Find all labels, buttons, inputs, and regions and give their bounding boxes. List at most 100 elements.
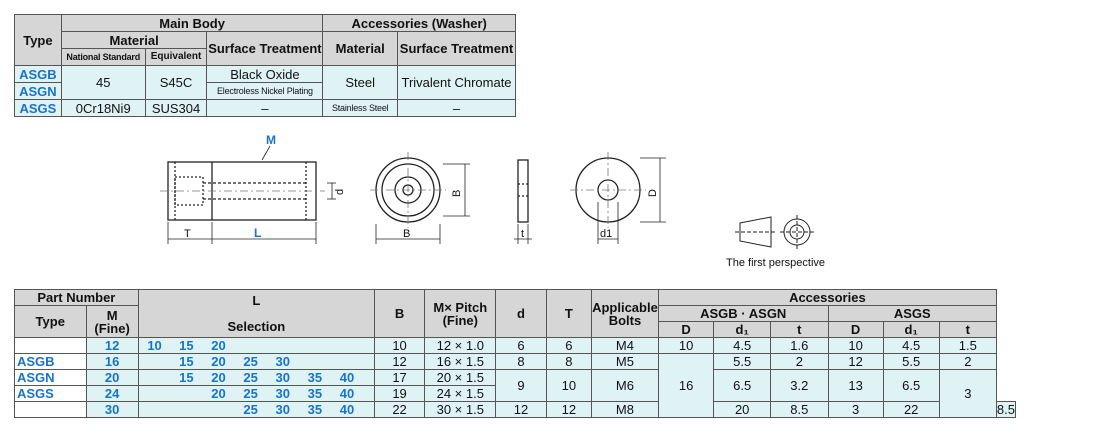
type-asgn: ASGN	[14, 369, 87, 386]
hex-nut-front-view	[370, 152, 470, 244]
table-row: ASGB 16 15 20 25 30 12 16 × 1.5 8 8 M5 1…	[14, 353, 1016, 418]
l-value: 30	[266, 353, 299, 370]
asgb-asgn-header: ASGB · ASGN	[657, 305, 829, 322]
l-value: 25	[234, 401, 267, 418]
washer-side-view	[514, 159, 532, 244]
table-row: ASGS 24 20 25 30 35 40 19 24 × 1.5	[14, 385, 1016, 402]
asgs-d-value: 22	[882, 401, 940, 418]
acc-d-header: D	[657, 321, 715, 338]
asgs-d1-value: 4.5	[882, 337, 940, 354]
type-asgs: ASGS	[14, 385, 87, 402]
l-value	[266, 337, 299, 354]
m-value: 16	[85, 353, 139, 370]
bolt-value: M5	[591, 353, 659, 370]
b-value: 17	[373, 369, 426, 386]
m-pitch-value: 30 × 1.5	[424, 401, 497, 418]
acc-d-value: 10	[657, 337, 715, 354]
acc-d1-value: 8.5	[770, 401, 829, 418]
l-value	[363, 337, 375, 354]
acc-t-value: 2	[770, 353, 829, 370]
l-value: 25	[234, 369, 267, 386]
m-pitch-value: 24 × 1.5	[424, 385, 497, 402]
acc-d-value: 20	[713, 401, 772, 418]
l-value: 40	[330, 401, 364, 418]
label-l: L	[254, 226, 261, 240]
asgs-d-value: 10	[827, 337, 884, 354]
m-pitch-text: M× Pitch	[433, 299, 488, 315]
national-standard-header: National Standard	[60, 48, 146, 66]
m-fine-header: M(Fine)	[85, 305, 139, 338]
bolt-side-view	[160, 145, 336, 244]
bolt-value: M6	[591, 369, 659, 402]
d-value: 12	[495, 401, 547, 418]
acc-d1-header: d₁	[713, 321, 772, 338]
surface-none: –	[206, 99, 324, 117]
l-value	[363, 369, 375, 386]
table-row: ASGN 20 15 20 25 30 35 40 17 20 × 1.5 9 …	[14, 369, 1016, 418]
l-value: 25	[234, 385, 267, 402]
acc-d1-value: 4.5	[713, 337, 772, 354]
t-value: 8	[545, 353, 593, 370]
asgs-d-value: 12	[827, 353, 884, 370]
l-value: 25	[234, 353, 267, 370]
m-value: 12	[85, 337, 139, 354]
type-header: Type	[14, 305, 87, 338]
acc-d1-value: 5.5	[713, 353, 772, 370]
acc-material-header: Material	[322, 31, 399, 66]
m-value: 30	[85, 401, 139, 418]
asgs-d1-value: 5.5	[882, 353, 940, 370]
l-value	[330, 337, 364, 354]
m-pitch-value: 20 × 1.5	[424, 369, 497, 386]
type-asgb: ASGB	[14, 65, 62, 83]
label-m: M	[266, 133, 276, 147]
b-value: 22	[373, 401, 426, 418]
l-value: 35	[298, 401, 331, 418]
acc-t-value: 1.6	[770, 337, 829, 354]
acc-surface-treatment-header: Surface Treatment	[397, 31, 516, 66]
l-value: 15	[170, 369, 203, 386]
t-value: 10	[545, 369, 593, 402]
technical-drawing: M d T L B B t D d1	[160, 133, 814, 249]
asgs-d1-header: d₁	[882, 321, 940, 338]
bolts-text: Bolts	[608, 312, 642, 328]
asgs-t-header: t	[938, 321, 997, 338]
asgs-d-value: 13	[827, 369, 884, 402]
type-asgn: ASGN	[14, 82, 62, 100]
label-big-d: D	[647, 189, 659, 197]
l-value	[170, 401, 203, 418]
label-d: d	[334, 189, 346, 195]
l-value	[363, 385, 375, 402]
l-value: 20	[202, 385, 235, 402]
l-value	[138, 401, 171, 418]
label-b-bottom: B	[403, 228, 410, 240]
label-t: T	[184, 228, 191, 240]
m-pitch-value: 12 × 1.0	[424, 337, 497, 354]
equivalent-header: Equivalent	[144, 48, 208, 66]
l-value: 20	[202, 337, 235, 354]
l-value: 20	[202, 353, 235, 370]
l-value: 40	[330, 369, 364, 386]
type-header: Type	[14, 14, 62, 66]
l-value: 15	[170, 337, 203, 354]
table-row: 12 10 15 20 10 12 × 1.0 6 6 M4 10 4.5 1.…	[14, 337, 1016, 354]
material-table: Type Main Body Accessories (Washer) Mate…	[14, 14, 516, 117]
l-value	[298, 353, 331, 370]
m-value: 24	[85, 385, 139, 402]
d-value: 6	[495, 337, 547, 354]
l-value	[363, 401, 375, 418]
l-value	[330, 353, 364, 370]
acc-d-value: 16	[657, 353, 715, 418]
l-value: 35	[298, 385, 331, 402]
ns-0cr18ni9: 0Cr18Ni9	[60, 99, 146, 117]
d-value: 8	[495, 353, 547, 370]
l-value	[202, 401, 235, 418]
accessories-header: Accessories	[657, 289, 997, 306]
fine-text: (Fine)	[94, 320, 130, 336]
asgs-t-value: 2	[938, 353, 997, 370]
applicable-text: Applicable	[592, 299, 658, 315]
l-value	[138, 353, 171, 370]
asgs-d1-value: 6.5	[882, 369, 940, 402]
